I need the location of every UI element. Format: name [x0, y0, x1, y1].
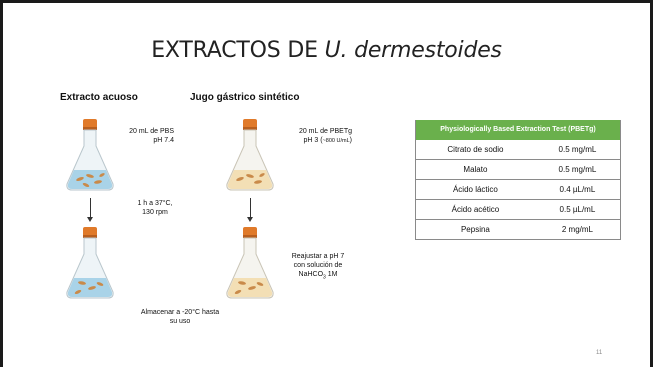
- slide-border-left: [0, 0, 3, 367]
- label-incubation-line2: 130 rpm: [142, 209, 168, 216]
- aqueous-flask-bottom-icon: [66, 227, 114, 299]
- table-cell-value: 0.5 mg/mL: [534, 159, 621, 180]
- label-incubation: 1 h a 37°C, 130 rpm: [120, 199, 190, 217]
- label-pbetg-activity: ~800 U/mL: [322, 138, 350, 144]
- table-cell-name: Ácido láctico: [415, 179, 535, 200]
- label-readjust-line3: NaHCO3 1M: [282, 270, 354, 282]
- slide-border-top: [0, 0, 653, 3]
- slide-border-right: [650, 0, 653, 367]
- label-incubation-line1: 1 h a 37°C,: [137, 200, 173, 207]
- table-cell-value: 2 mg/mL: [534, 219, 621, 240]
- title-species: U. dermestoides: [324, 38, 502, 63]
- heading-aqueous-extract: Extracto acuoso: [60, 92, 138, 103]
- table-row: Pepsina 2 mg/mL: [415, 219, 621, 240]
- aqueous-flask-top-icon: [66, 119, 114, 191]
- label-storage-line1: Almacenar a -20°C hasta: [140, 309, 220, 316]
- table-row: Ácido acético 0.5 µL/mL: [415, 199, 621, 220]
- label-pbetg: 20 mL de PBETg pH 3 (~800 U/mL): [272, 127, 352, 146]
- label-pbetg-line2: pH 3 (~800 U/mL): [272, 136, 352, 146]
- pbet-table: Physiologically Based Extraction Test (P…: [415, 120, 621, 240]
- table-row: Ácido láctico 0.4 µL/mL: [415, 179, 621, 200]
- label-readjust-line2: con solución de: [293, 262, 343, 269]
- label-pbs-line1: 20 mL de PBS: [129, 128, 174, 135]
- label-nahco-concentration: 1M: [325, 271, 338, 278]
- table-cell-value: 0.4 µL/mL: [534, 179, 621, 200]
- table-row: Citrato de sodio 0.5 mg/mL: [415, 140, 621, 160]
- label-readjust: Reajustar a pH 7 con solución de NaHCO3 …: [282, 252, 354, 282]
- table-row: Malato 0.5 mg/mL: [415, 159, 621, 180]
- title-main: EXTRACTOS DE: [151, 38, 325, 63]
- gastric-flask-bottom-icon: [226, 227, 274, 299]
- label-pbetg-ph: pH 3 (: [303, 137, 323, 144]
- label-pbs-line2: pH 7.4: [153, 137, 174, 144]
- pbet-table-header: Physiologically Based Extraction Test (P…: [415, 120, 621, 140]
- label-nahco: NaHCO: [298, 271, 324, 278]
- table-cell-value: 0.5 mg/mL: [534, 140, 621, 160]
- table-cell-name: Citrato de sodio: [415, 140, 535, 160]
- table-cell-name: Malato: [415, 159, 535, 180]
- label-nahco-subscript: 3: [323, 274, 326, 281]
- arrow-down-aqueous: [87, 198, 93, 222]
- table-cell-name: Ácido acético: [415, 199, 535, 220]
- slide-title: EXTRACTOS DE U. dermestoides: [0, 38, 653, 63]
- table-cell-name: Pepsina: [415, 219, 535, 240]
- heading-gastric-juice: Jugo gástrico sintético: [190, 92, 300, 103]
- page-number: 11: [596, 350, 603, 356]
- label-pbs: 20 mL de PBS pH 7.4: [110, 127, 174, 145]
- label-readjust-line1: Reajustar a pH 7: [291, 253, 345, 260]
- label-pbetg-close: ): [349, 137, 352, 144]
- label-storage: Almacenar a -20°C hasta su uso: [130, 308, 230, 326]
- gastric-flask-top-icon: [226, 119, 274, 191]
- table-cell-value: 0.5 µL/mL: [534, 199, 621, 220]
- pbet-table-header-row: Physiologically Based Extraction Test (P…: [415, 120, 621, 140]
- arrow-down-gastric: [247, 198, 253, 222]
- label-pbetg-line1: 20 mL de PBETg: [298, 128, 352, 135]
- label-storage-line2: su uso: [169, 318, 191, 325]
